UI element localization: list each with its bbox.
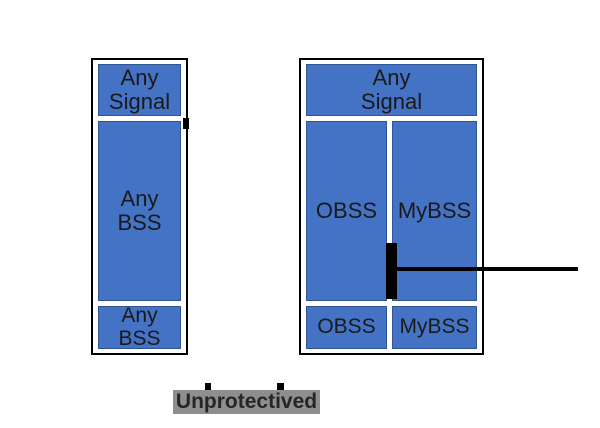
pointer-line-icon xyxy=(396,267,578,271)
t-marker-bar-icon xyxy=(386,243,397,299)
caption-dash-icon xyxy=(205,383,211,391)
left-any-signal-cell: Any Signal xyxy=(98,64,181,116)
left-any-bss-large-cell: Any BSS xyxy=(98,121,181,301)
caption-dash-icon xyxy=(277,383,284,391)
caption-label: Unprotectived xyxy=(173,390,320,414)
left-any-bss-small-cell: Any BSS xyxy=(98,306,181,349)
mybss-large-cell: MyBSS xyxy=(392,121,477,301)
edge-tick-icon xyxy=(183,118,189,129)
obss-large-cell: OBSS xyxy=(306,121,387,301)
mybss-small-cell: MyBSS xyxy=(392,306,477,349)
obss-small-cell: OBSS xyxy=(306,306,387,349)
right-bottom-row: OBSS MyBSS xyxy=(306,306,477,349)
right-middle-row: OBSS MyBSS xyxy=(306,121,477,301)
right-channel-column: Any Signal OBSS MyBSS OBSS MyBSS xyxy=(299,58,484,355)
left-channel-column: Any Signal Any BSS Any BSS xyxy=(91,58,188,355)
right-any-signal-cell: Any Signal xyxy=(306,64,477,116)
